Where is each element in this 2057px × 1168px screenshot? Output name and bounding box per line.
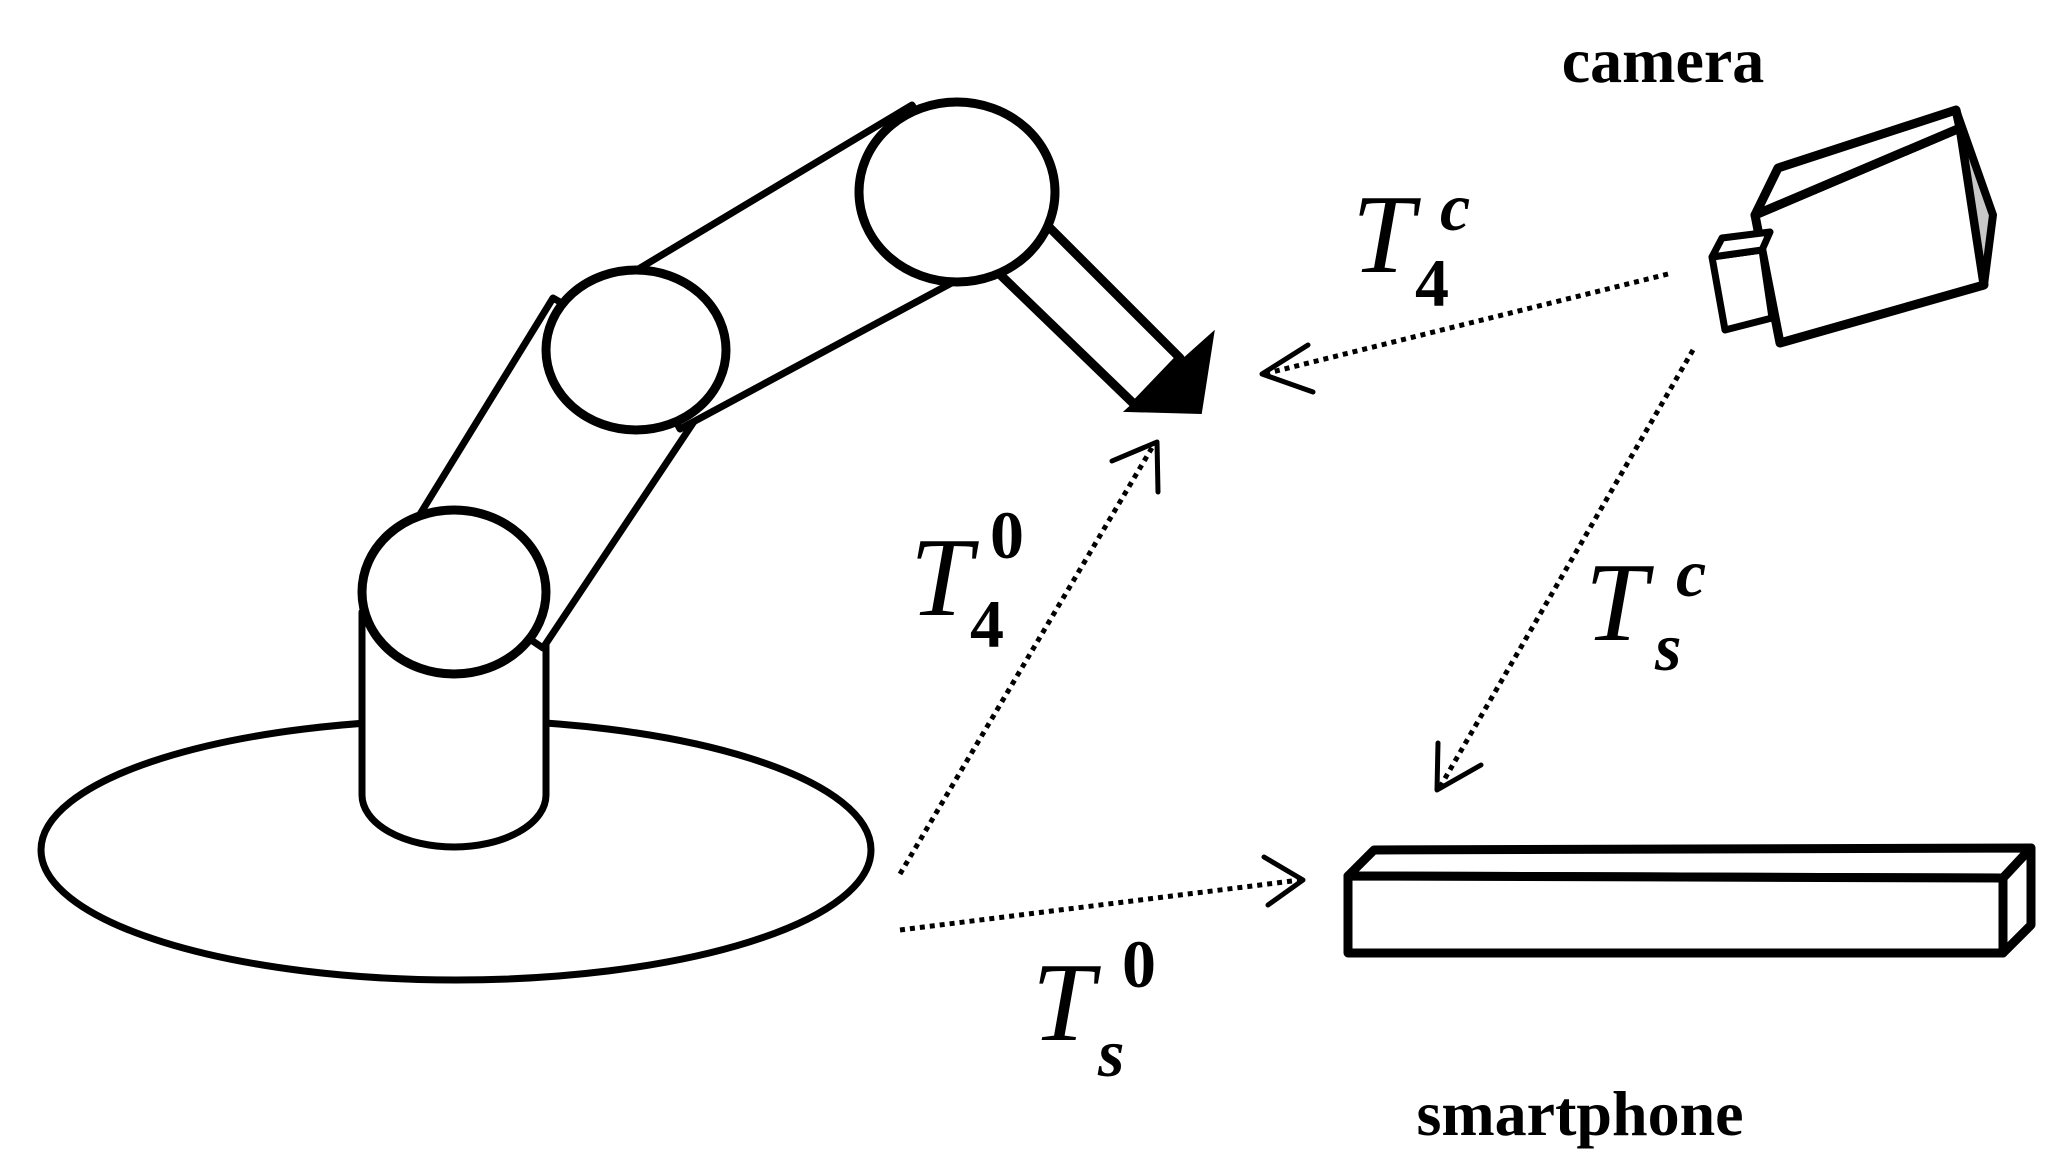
t4c-sub: 4 xyxy=(1415,245,1449,321)
smartphone-side xyxy=(1998,843,2036,958)
smartphone-front xyxy=(1343,871,2008,958)
robot-end-effector-tip xyxy=(1122,329,1215,415)
arrow-t4c xyxy=(1259,271,1669,395)
smartphone-icon xyxy=(1343,843,2036,958)
robot-joint-3 xyxy=(854,97,1060,287)
robot-joint-2 xyxy=(541,265,731,435)
t4c-sup: c xyxy=(1440,169,1470,245)
t4c-main: T xyxy=(1352,173,1421,297)
ts0-sub: s xyxy=(1097,1015,1124,1091)
arrow-t40 xyxy=(897,439,1161,876)
ts0-sup: 0 xyxy=(1122,926,1156,1002)
label-t4c: T c 4 xyxy=(1352,169,1470,321)
label-t40: T 0 4 xyxy=(910,497,1024,662)
robot-joint-1 xyxy=(357,505,551,679)
camera-lens-top xyxy=(1708,228,1774,261)
tsc-main: T xyxy=(1585,541,1654,665)
label-tsc: T c s xyxy=(1585,535,1706,685)
t40-sup: 0 xyxy=(990,497,1024,573)
ts0-main: T xyxy=(1032,941,1101,1065)
robot-base-cylinder xyxy=(358,608,550,851)
t40-sub: 4 xyxy=(970,586,1004,662)
arrow-ts0 xyxy=(899,854,1306,933)
tsc-sup: c xyxy=(1676,535,1706,611)
tsc-sub: s xyxy=(1654,609,1681,685)
camera-lens xyxy=(1708,246,1776,334)
robot-arm-icon xyxy=(37,97,1215,984)
smartphone-label: smartphone xyxy=(1416,1078,1743,1149)
t40-main: T xyxy=(910,516,979,640)
label-ts0: T 0 s xyxy=(1032,926,1156,1091)
camera-label: camera xyxy=(1562,25,1765,96)
arrow-tsc xyxy=(1434,348,1696,793)
camera-icon xyxy=(1708,105,1997,348)
camera-body-side xyxy=(1952,106,1997,289)
